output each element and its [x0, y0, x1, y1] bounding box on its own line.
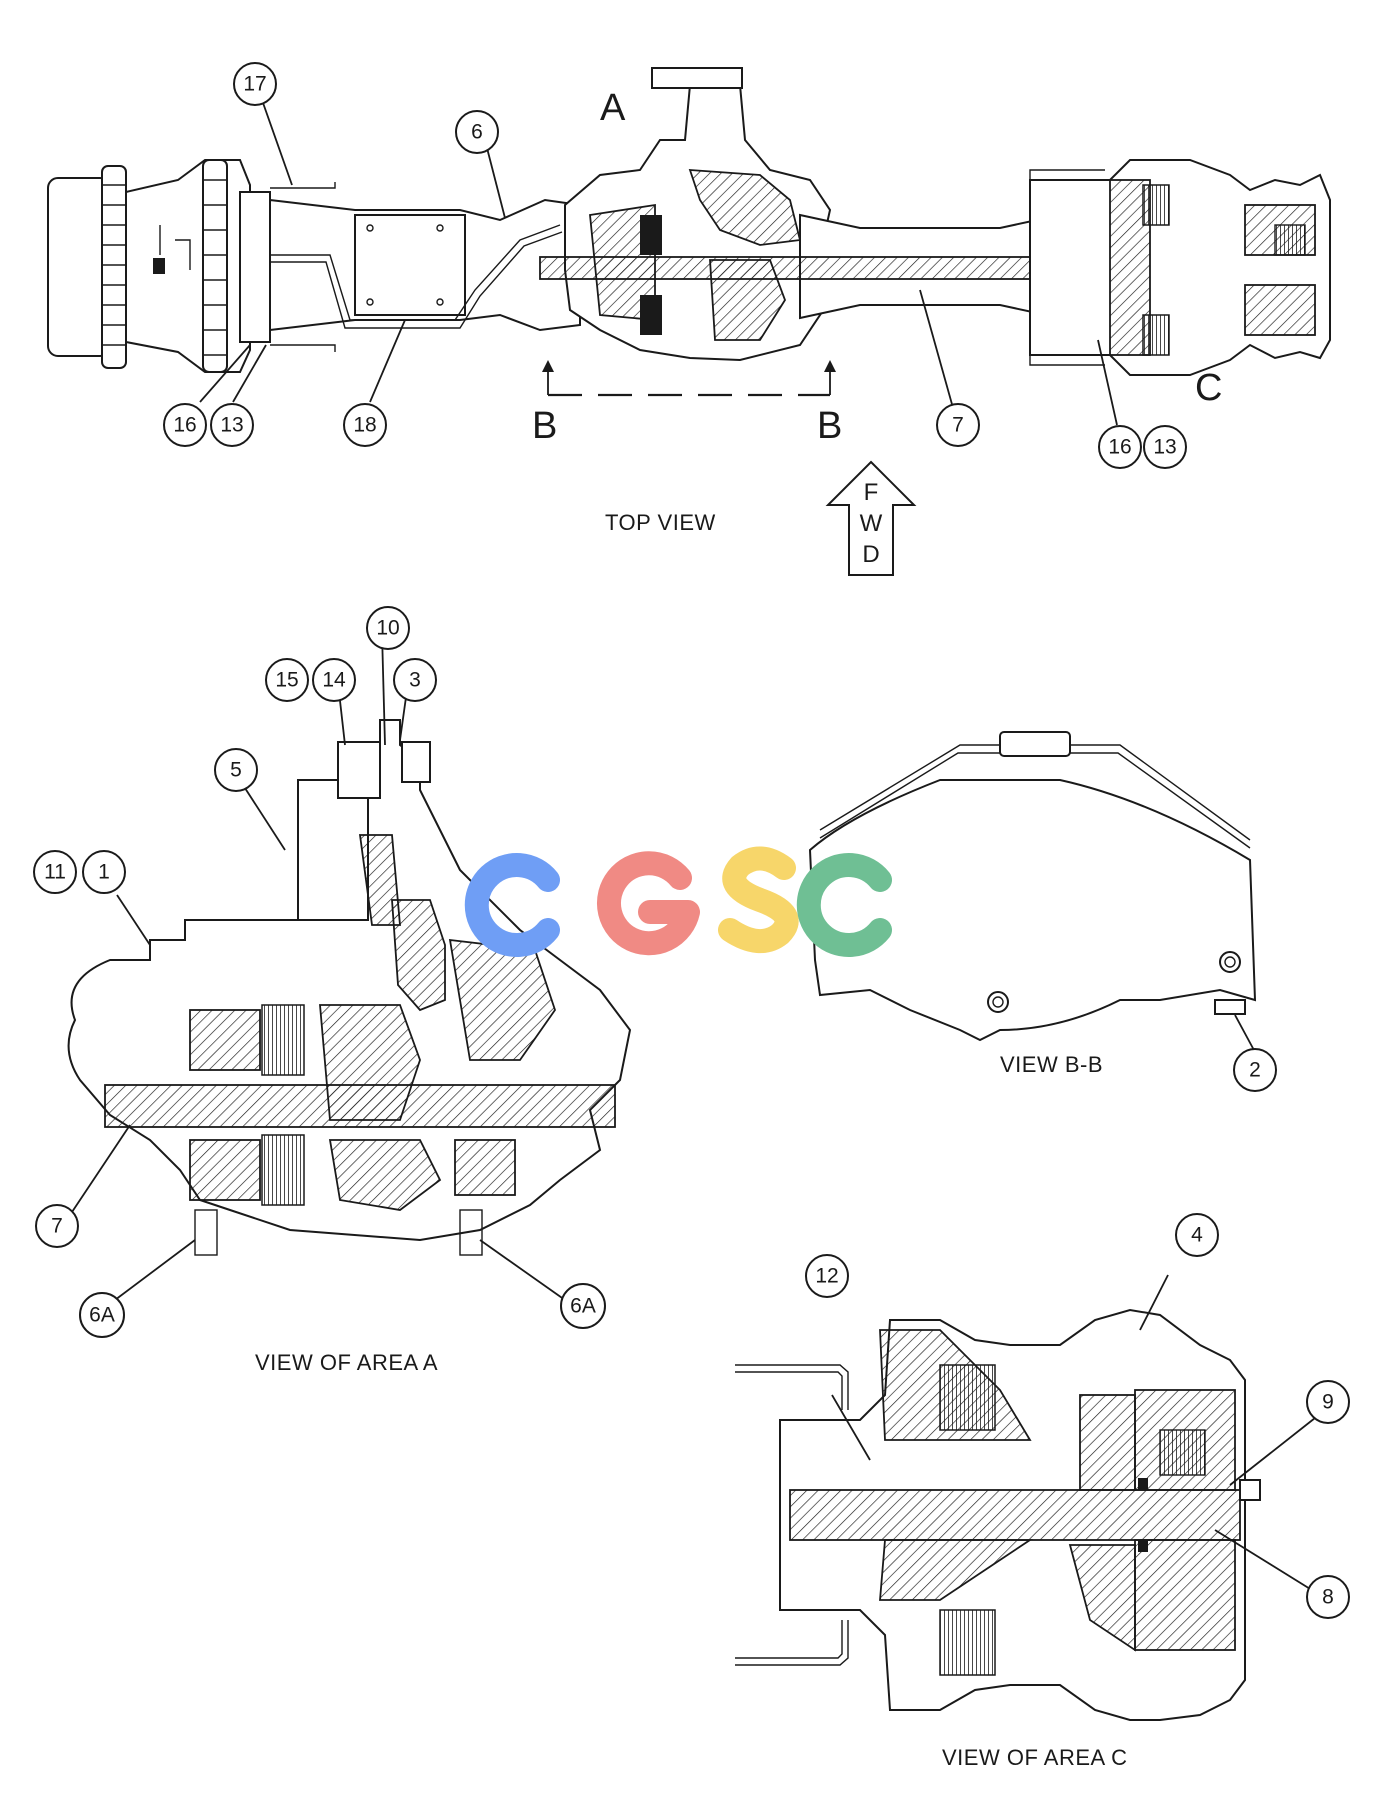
- svg-text:16: 16: [1108, 436, 1131, 459]
- callout-10: 10: [366, 606, 410, 650]
- callout-16-left: 16: [163, 403, 207, 447]
- brake-line: [270, 224, 561, 321]
- callout-14: 14: [312, 658, 356, 702]
- svg-text:1: 1: [98, 861, 110, 884]
- svg-text:6A: 6A: [570, 1295, 596, 1318]
- svg-text:16: 16: [173, 414, 196, 437]
- svg-text:D: D: [862, 541, 879, 568]
- top-view: B B A C TOP VIEW F W D: [47, 67, 1331, 576]
- svg-text:14: 14: [322, 669, 346, 692]
- svg-text:3: 3: [409, 669, 421, 692]
- callout-1: 1: [82, 850, 126, 894]
- differential-housing: [564, 67, 832, 362]
- callout-9: 9: [1306, 1380, 1350, 1424]
- left-wheel-hub: [47, 159, 271, 373]
- right-wheel-end: [1029, 159, 1331, 376]
- svg-text:10: 10: [376, 617, 399, 640]
- callout-16-right: 16: [1098, 425, 1142, 469]
- svg-text:2: 2: [1249, 1059, 1261, 1082]
- svg-text:17: 17: [243, 73, 266, 96]
- svg-text:8: 8: [1322, 1586, 1334, 1609]
- section-line-bb: [542, 360, 836, 397]
- svg-text:6A: 6A: [89, 1304, 115, 1327]
- callout-17: 17: [233, 62, 277, 106]
- svg-text:9: 9: [1322, 1391, 1334, 1414]
- callout-18: 18: [343, 403, 387, 447]
- callout-6a-left: 6A: [79, 1292, 125, 1338]
- svg-text:12: 12: [815, 1265, 838, 1288]
- cgsc-watermark: [464, 846, 892, 957]
- callout-13-left: 13: [210, 403, 254, 447]
- callout-6a-right: 6A: [560, 1283, 606, 1329]
- callout-7-area-a: 7: [35, 1204, 79, 1248]
- svg-text:6: 6: [471, 121, 483, 144]
- callout-11: 11: [33, 850, 77, 894]
- caption-view-area-a: VIEW OF AREA A: [255, 1350, 438, 1375]
- svg-text:W: W: [860, 510, 883, 537]
- callout-8: 8: [1306, 1575, 1350, 1619]
- svg-text:11: 11: [44, 861, 66, 884]
- callout-3: 3: [393, 658, 437, 702]
- svg-text:13: 13: [1153, 436, 1176, 459]
- area-label-c: C: [1195, 367, 1222, 409]
- area-a-axle-shaft: [104, 1084, 616, 1128]
- svg-text:7: 7: [952, 414, 964, 437]
- callout-4: 4: [1175, 1213, 1219, 1257]
- caption-view-bb: VIEW B-B: [1000, 1052, 1103, 1077]
- area-c-axle-shaft: [789, 1489, 1241, 1541]
- callout-13-right: 13: [1143, 425, 1187, 469]
- view-b-b: VIEW B-B: [808, 731, 1257, 1077]
- caption-view-area-c: VIEW OF AREA C: [942, 1745, 1127, 1770]
- view-of-area-a: VIEW OF AREA A: [67, 632, 632, 1375]
- svg-text:5: 5: [230, 759, 242, 782]
- callout-6: 6: [455, 110, 499, 154]
- svg-text:18: 18: [353, 414, 376, 437]
- svg-text:7: 7: [51, 1215, 63, 1238]
- callout-5: 5: [214, 748, 258, 792]
- section-label-b-left: B: [532, 405, 557, 447]
- callout-15: 15: [265, 658, 309, 702]
- mounting-bracket: [270, 182, 336, 189]
- svg-text:13: 13: [220, 414, 243, 437]
- callout-12: 12: [805, 1254, 849, 1298]
- forward-direction-arrow: F W D: [825, 460, 917, 576]
- callout-2: 2: [1233, 1048, 1277, 1092]
- section-label-b-right: B: [817, 405, 842, 447]
- caption-top-view: TOP VIEW: [605, 510, 716, 535]
- view-of-area-c: VIEW OF AREA C: [735, 1274, 1316, 1770]
- callout-7-top: 7: [936, 403, 980, 447]
- svg-text:F: F: [864, 479, 879, 506]
- area-label-a: A: [600, 87, 626, 129]
- svg-text:15: 15: [275, 669, 298, 692]
- svg-text:4: 4: [1191, 1224, 1203, 1247]
